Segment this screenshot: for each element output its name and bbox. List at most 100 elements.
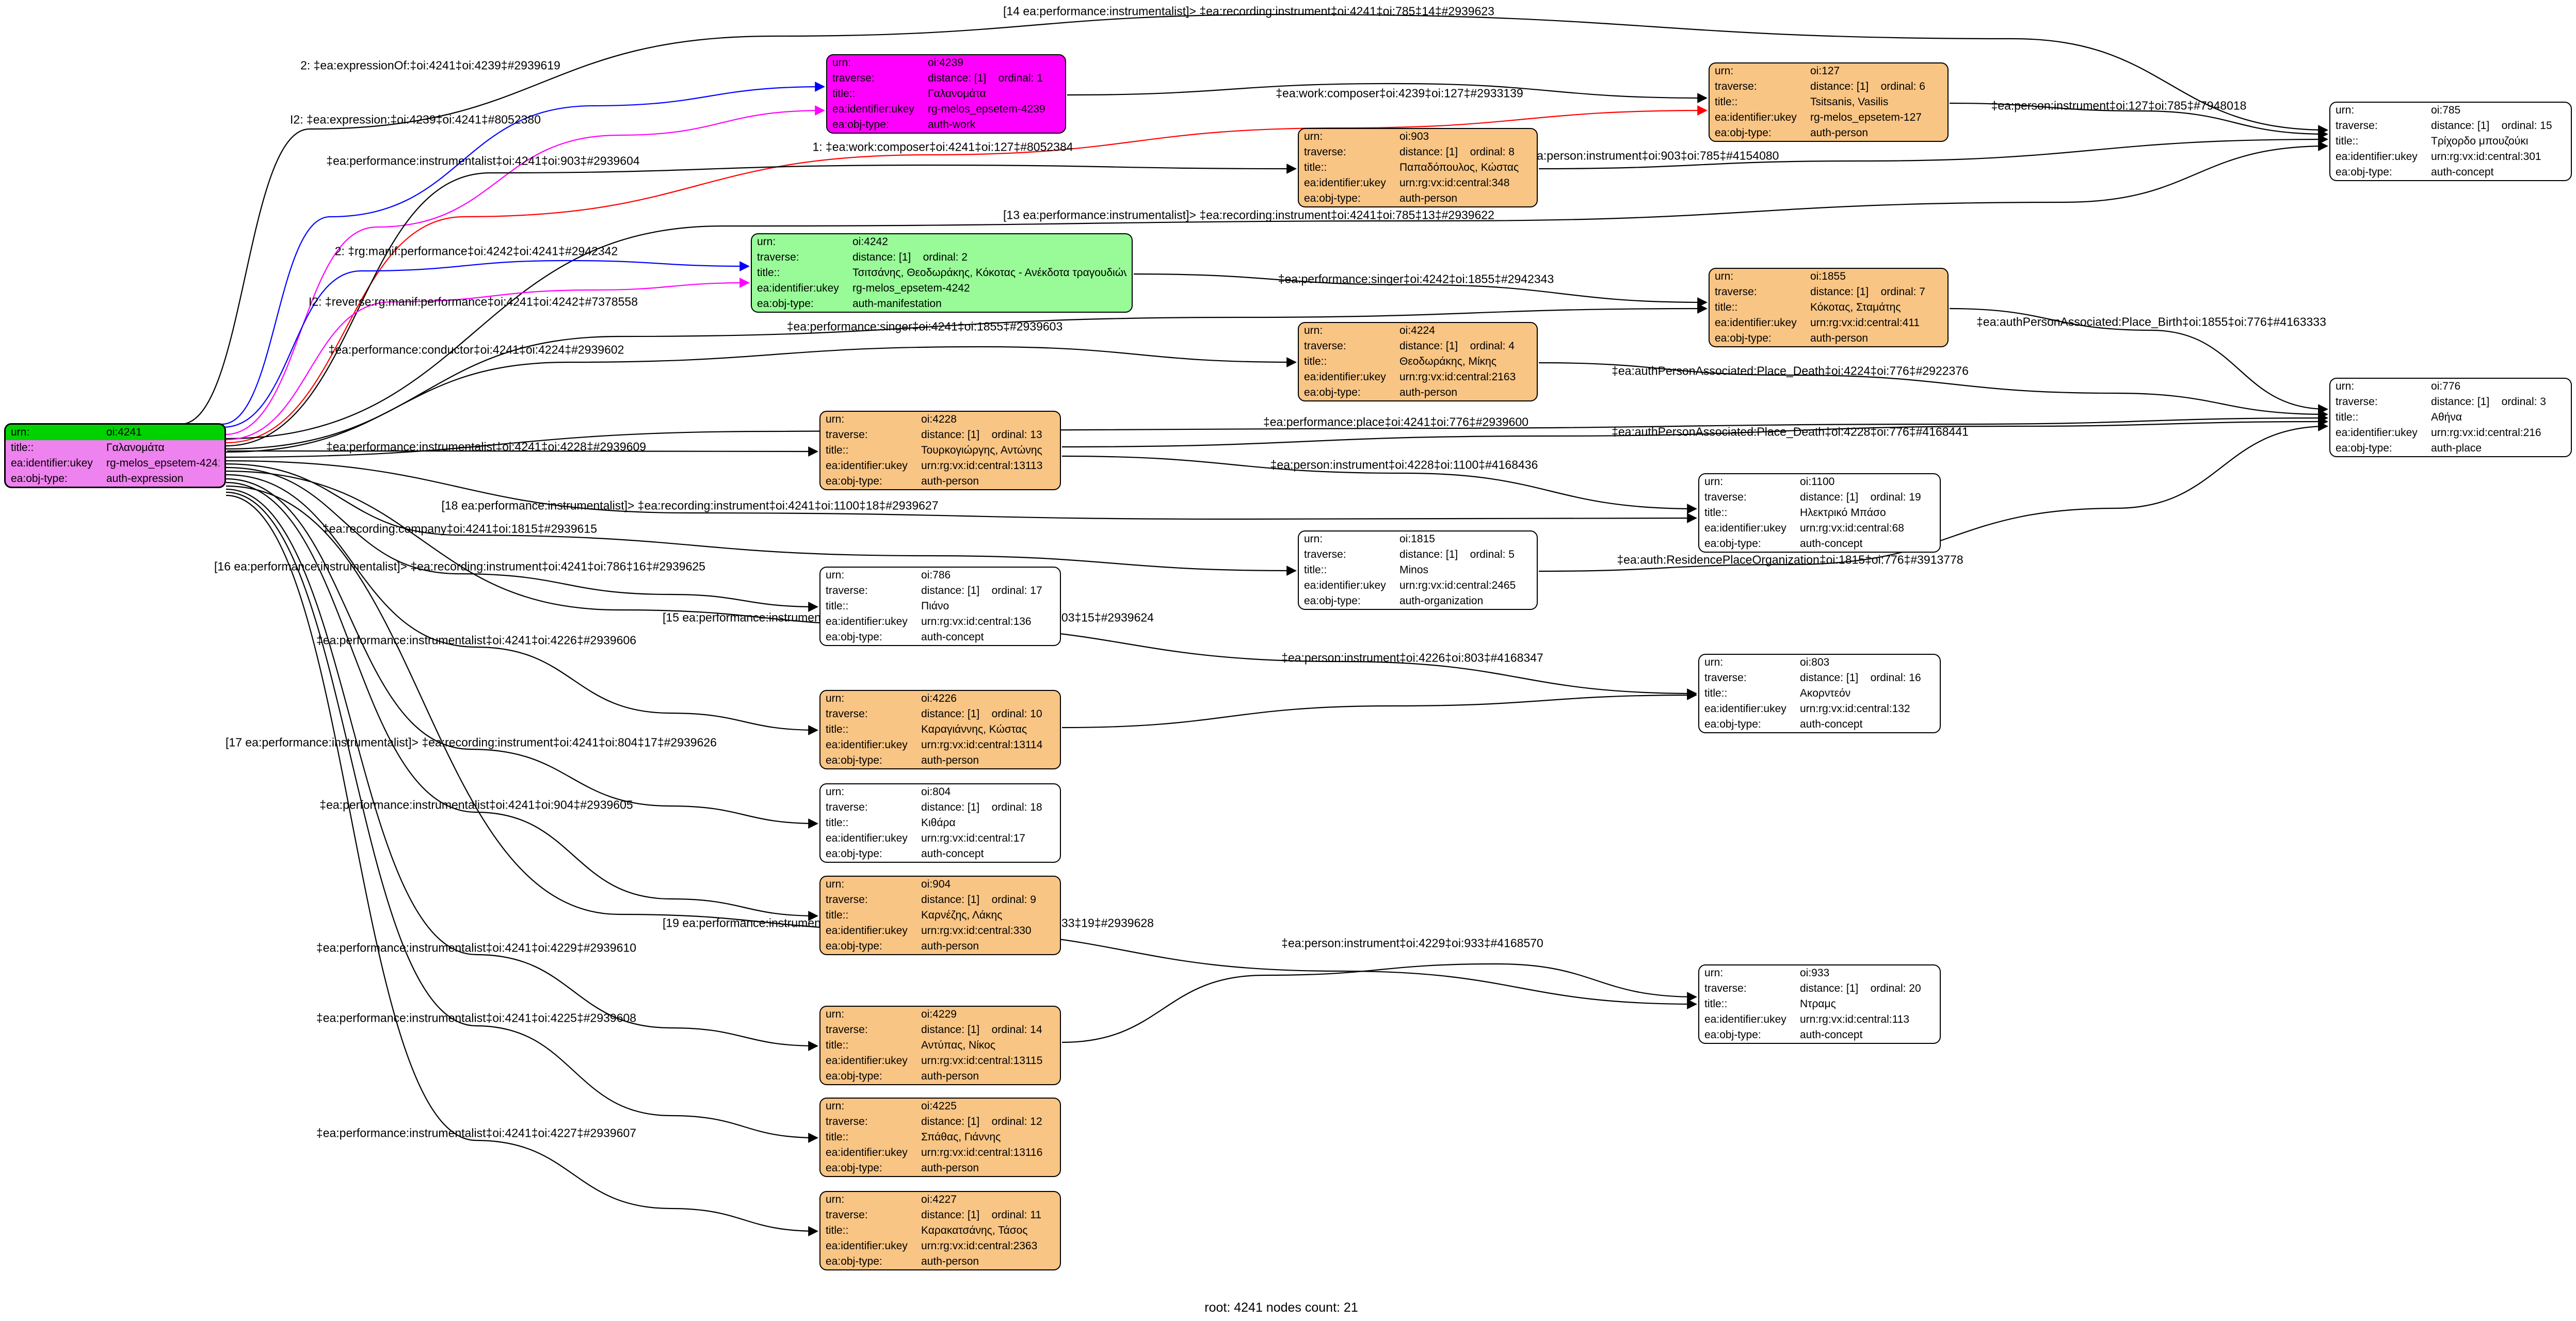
field-value: oi:4227	[921, 1194, 957, 1205]
field-key: ea:identifier:ukey	[757, 282, 839, 294]
node-row: traverse:distance: [1] ordinal: 8	[1299, 144, 1537, 160]
field-value: Σπάθας, Γιάννης	[921, 1131, 1001, 1143]
graph-edge	[1061, 690, 1697, 729]
graph-edge	[226, 478, 818, 829]
node-row: ea:obj-type:auth-concept	[820, 846, 1060, 862]
field-value: auth-work	[928, 119, 976, 131]
edge-label: [18 ea:performance:instrumentalist]> ‡ea…	[441, 498, 939, 512]
edge-label: ‡ea:performance:instrumentalist‡oi:4241‡…	[319, 798, 633, 812]
field-value: auth-place	[2431, 442, 2482, 454]
field-value: Παπαδόπουλος, Κώστας	[1399, 162, 1519, 173]
field-value: Ηλεκτρικό Μπάσο	[1800, 507, 1886, 519]
field-value: Τσιτσάνης, Θεοδωράκης, Κόκοτας - Ανέκδοτ…	[852, 267, 1126, 279]
field-key: ea:identifier:ukey	[11, 457, 93, 469]
field-value: distance: [1] ordinal: 8	[1399, 146, 1515, 158]
field-key: ea:obj-type:	[826, 1070, 882, 1082]
node-row: ea:obj-type:auth-person	[1710, 125, 1947, 141]
node-row: urn:oi:1815	[1299, 531, 1537, 547]
field-key: ea:identifier:ukey	[1704, 703, 1786, 715]
field-key: ea:identifier:ukey	[1304, 371, 1386, 383]
field-key: title::	[826, 909, 849, 921]
field-value: oi:786	[921, 569, 951, 581]
field-value: oi:4241	[106, 426, 142, 438]
node-row: ea:obj-type:auth-person	[820, 939, 1060, 954]
field-key: title::	[1715, 301, 1738, 313]
field-key: ea:identifier:ukey	[826, 1055, 908, 1067]
field-key: urn:	[757, 236, 776, 248]
field-key: urn:	[826, 569, 845, 581]
field-value: distance: [1] ordinal: 19	[1800, 491, 1921, 503]
node-row: urn:oi:4224	[1299, 323, 1537, 339]
node-row: urn:oi:4225	[820, 1099, 1060, 1114]
field-value: oi:4224	[1399, 325, 1435, 336]
field-value: Ντραμς	[1800, 998, 1836, 1010]
node-row: title::Πιάνο	[820, 599, 1060, 614]
edge-label: ‡ea:recording:company‡oi:4241‡oi:1815‡#2…	[323, 522, 597, 536]
field-value: oi:4229	[921, 1008, 957, 1020]
field-value: Καρνέζης, Λάκης	[921, 909, 1003, 921]
field-key: ea:obj-type:	[757, 298, 814, 310]
edge-label: 2: ‡rg:manif:performance‡oi:4242‡oi:4241…	[334, 244, 618, 258]
field-key: title::	[826, 723, 849, 735]
field-key: title::	[1704, 687, 1728, 699]
node-row: ea:obj-type:auth-person	[1710, 331, 1947, 346]
graph-edge	[1061, 455, 1697, 514]
node-row: ea:obj-type:auth-concept	[2330, 165, 2571, 180]
node-row: urn:oi:776	[2330, 379, 2571, 394]
field-value: urn:rg:vx:id:central:2363	[921, 1240, 1038, 1252]
graph-edge	[226, 413, 2328, 458]
field-key: traverse:	[2336, 120, 2378, 132]
edge-label: ‡ea:performance:instrumentalist‡oi:4241‡…	[316, 1011, 637, 1025]
field-key: ea:obj-type:	[826, 754, 882, 766]
edge-label: I2: ‡reverse:rg:manif:performance‡oi:424…	[308, 295, 638, 309]
field-key: ea:identifier:ukey	[1304, 177, 1386, 189]
node-row: urn:oi:4242	[752, 234, 1132, 250]
edge-label: [16 ea:performance:instrumentalist]> ‡ea…	[214, 559, 705, 573]
edge-label: ‡ea:work:composer‡oi:4239‡oi:127‡#293313…	[1276, 86, 1523, 100]
node-row: ea:obj-type:auth-organization	[1299, 593, 1537, 609]
graph-edge	[226, 460, 1697, 523]
field-key: ea:identifier:ukey	[826, 1240, 908, 1252]
graph-edge	[1538, 134, 2328, 170]
field-value: urn:rg:vx:id:central:348	[1399, 177, 1510, 189]
field-value: urn:rg:vx:id:central:113	[1800, 1013, 1910, 1025]
field-key: traverse:	[826, 1209, 868, 1221]
edge-label: ‡ea:person:instrument‡oi:4228‡oi:1100‡#4…	[1270, 458, 1538, 472]
node-row: title::Καραγιάννης, Κώστας	[820, 722, 1060, 737]
node-row: title::Tsitsanis, Vasilis	[1710, 94, 1947, 110]
field-value: auth-person	[921, 940, 979, 952]
field-key: traverse:	[1715, 80, 1757, 92]
field-value: distance: [1] ordinal: 11	[921, 1209, 1042, 1221]
field-value: auth-concept	[1800, 1029, 1863, 1041]
field-value: rg-melos_epsetem-4239	[928, 103, 1045, 115]
field-value: auth-person	[921, 754, 979, 766]
